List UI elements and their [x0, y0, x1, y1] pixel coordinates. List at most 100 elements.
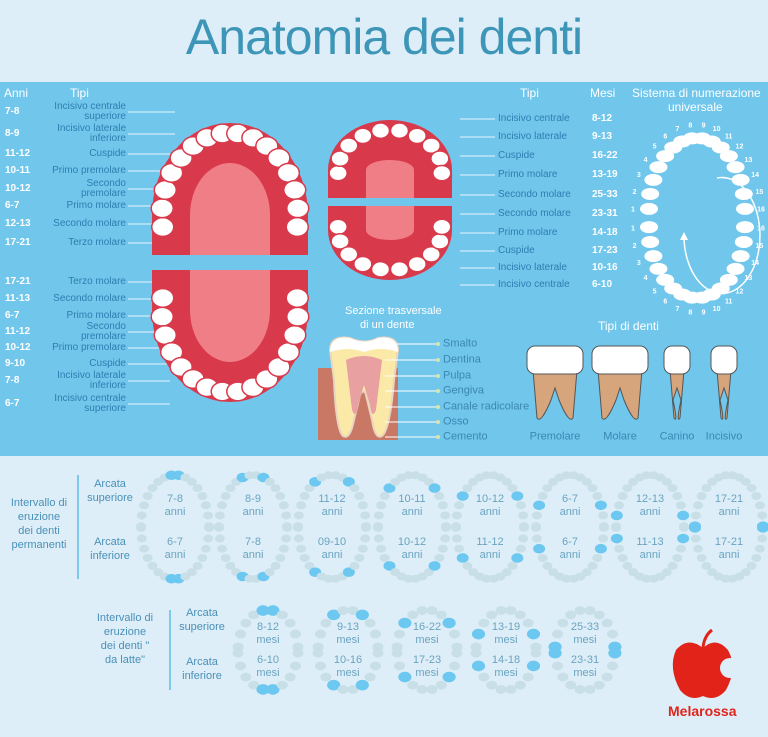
- age-label: 11-12: [5, 148, 31, 159]
- tooth: [746, 484, 757, 493]
- tooth: [379, 492, 390, 501]
- tooth-number: 12: [736, 144, 744, 151]
- unit-label: anni: [479, 548, 501, 561]
- age-label: 7-8: [5, 375, 20, 386]
- unit-label: anni: [479, 506, 501, 519]
- tooth-type-name: Molare: [603, 430, 637, 443]
- tooth-type-label: Primo molare: [66, 310, 126, 321]
- tooth-type-label: Secondo premolare: [80, 178, 126, 199]
- tooth: [323, 574, 334, 583]
- tooth-type-label: Terzo molare: [68, 276, 126, 287]
- tooth: [284, 618, 296, 628]
- highlighted-tooth: [677, 510, 690, 521]
- tooth-root: [669, 369, 685, 420]
- upper-range: 13-19: [491, 621, 521, 633]
- tooth: [217, 501, 228, 510]
- tooth: [542, 561, 553, 570]
- tooth: [561, 574, 572, 583]
- direction-arrow: [683, 176, 761, 295]
- tooth-number: 13: [745, 157, 753, 164]
- age-label: 17-21: [5, 237, 31, 248]
- tooth: [584, 606, 596, 615]
- highlighted-tooth: [756, 523, 768, 533]
- tooth: [734, 235, 753, 248]
- age-label: 17-21: [5, 276, 31, 287]
- tooth: [581, 477, 592, 486]
- tooth: [278, 501, 289, 510]
- tooth: [735, 202, 754, 215]
- highlighted-tooth: [456, 491, 469, 501]
- cross-section-label: Osso: [443, 415, 469, 428]
- tooth: [672, 553, 683, 562]
- tooth: [214, 523, 225, 532]
- unit-label: anni: [718, 548, 740, 561]
- tooth-type-label: Secondo molare: [53, 293, 126, 304]
- tooth: [286, 198, 310, 219]
- tooth: [451, 511, 462, 520]
- tooth: [139, 501, 150, 510]
- tooth: [678, 523, 689, 532]
- cross-section-label: Gengiva: [443, 384, 484, 397]
- tooth: [622, 484, 633, 493]
- tooth: [598, 523, 609, 532]
- tooth: [537, 553, 548, 562]
- tooth: [614, 544, 625, 553]
- tooth-types-title: Tipi di denti: [598, 319, 659, 333]
- tooth: [557, 618, 569, 628]
- tooth: [275, 553, 286, 562]
- months-label: 16-22: [592, 150, 618, 161]
- tooth: [584, 685, 596, 694]
- months-label: 14-18: [592, 227, 618, 238]
- tooth: [244, 574, 255, 583]
- unit-label: mesi: [573, 667, 597, 679]
- tooth: [338, 245, 359, 263]
- tooth: [192, 484, 203, 493]
- tooth: [672, 492, 683, 501]
- tooth: [711, 141, 730, 154]
- tooth-number: 9: [702, 122, 706, 129]
- upper-range: 12-13: [635, 493, 665, 506]
- tooth: [276, 610, 288, 620]
- tooth-number: 16: [757, 225, 765, 232]
- arrow-head-icon: [680, 232, 688, 240]
- unit-label: mesi: [494, 667, 518, 679]
- apple-bite: [720, 658, 740, 678]
- tooth: [142, 492, 153, 501]
- tooth-number: 13: [745, 275, 753, 282]
- tooth: [696, 492, 707, 501]
- tooth: [389, 122, 410, 140]
- highlighted-tooth: [355, 609, 369, 621]
- tooth: [360, 534, 371, 543]
- tooth: [423, 477, 434, 486]
- tooth: [370, 122, 391, 140]
- tooth: [421, 137, 442, 155]
- tooth: [192, 561, 203, 570]
- tooth-number: 8: [688, 122, 692, 129]
- unit-label: anni: [401, 506, 423, 519]
- eruption-label: permanenti: [11, 539, 67, 551]
- tooth: [518, 534, 529, 543]
- tooth: [293, 534, 304, 543]
- tooth: [203, 523, 214, 532]
- tooth: [434, 492, 445, 501]
- tooth: [611, 523, 622, 532]
- tooth: [323, 471, 334, 480]
- tooth: [282, 179, 307, 201]
- tooth: [373, 523, 384, 532]
- lower-range: 23-31: [570, 654, 600, 666]
- tooth-type-name: Canino: [659, 430, 695, 443]
- lower-range: 10-12: [397, 535, 427, 548]
- tooth-root: [716, 369, 732, 420]
- tooth: [142, 553, 153, 562]
- tooth: [407, 255, 427, 273]
- tooth-number: 3: [637, 172, 641, 179]
- tooth-crown: [710, 345, 738, 375]
- highlighted-tooth: [511, 553, 524, 563]
- tooth: [391, 648, 403, 658]
- tooth: [353, 127, 373, 145]
- tooth: [393, 661, 405, 671]
- tooth: [370, 629, 382, 639]
- tooth: [312, 642, 324, 652]
- leader-dot: [436, 389, 440, 393]
- tooth: [551, 661, 563, 671]
